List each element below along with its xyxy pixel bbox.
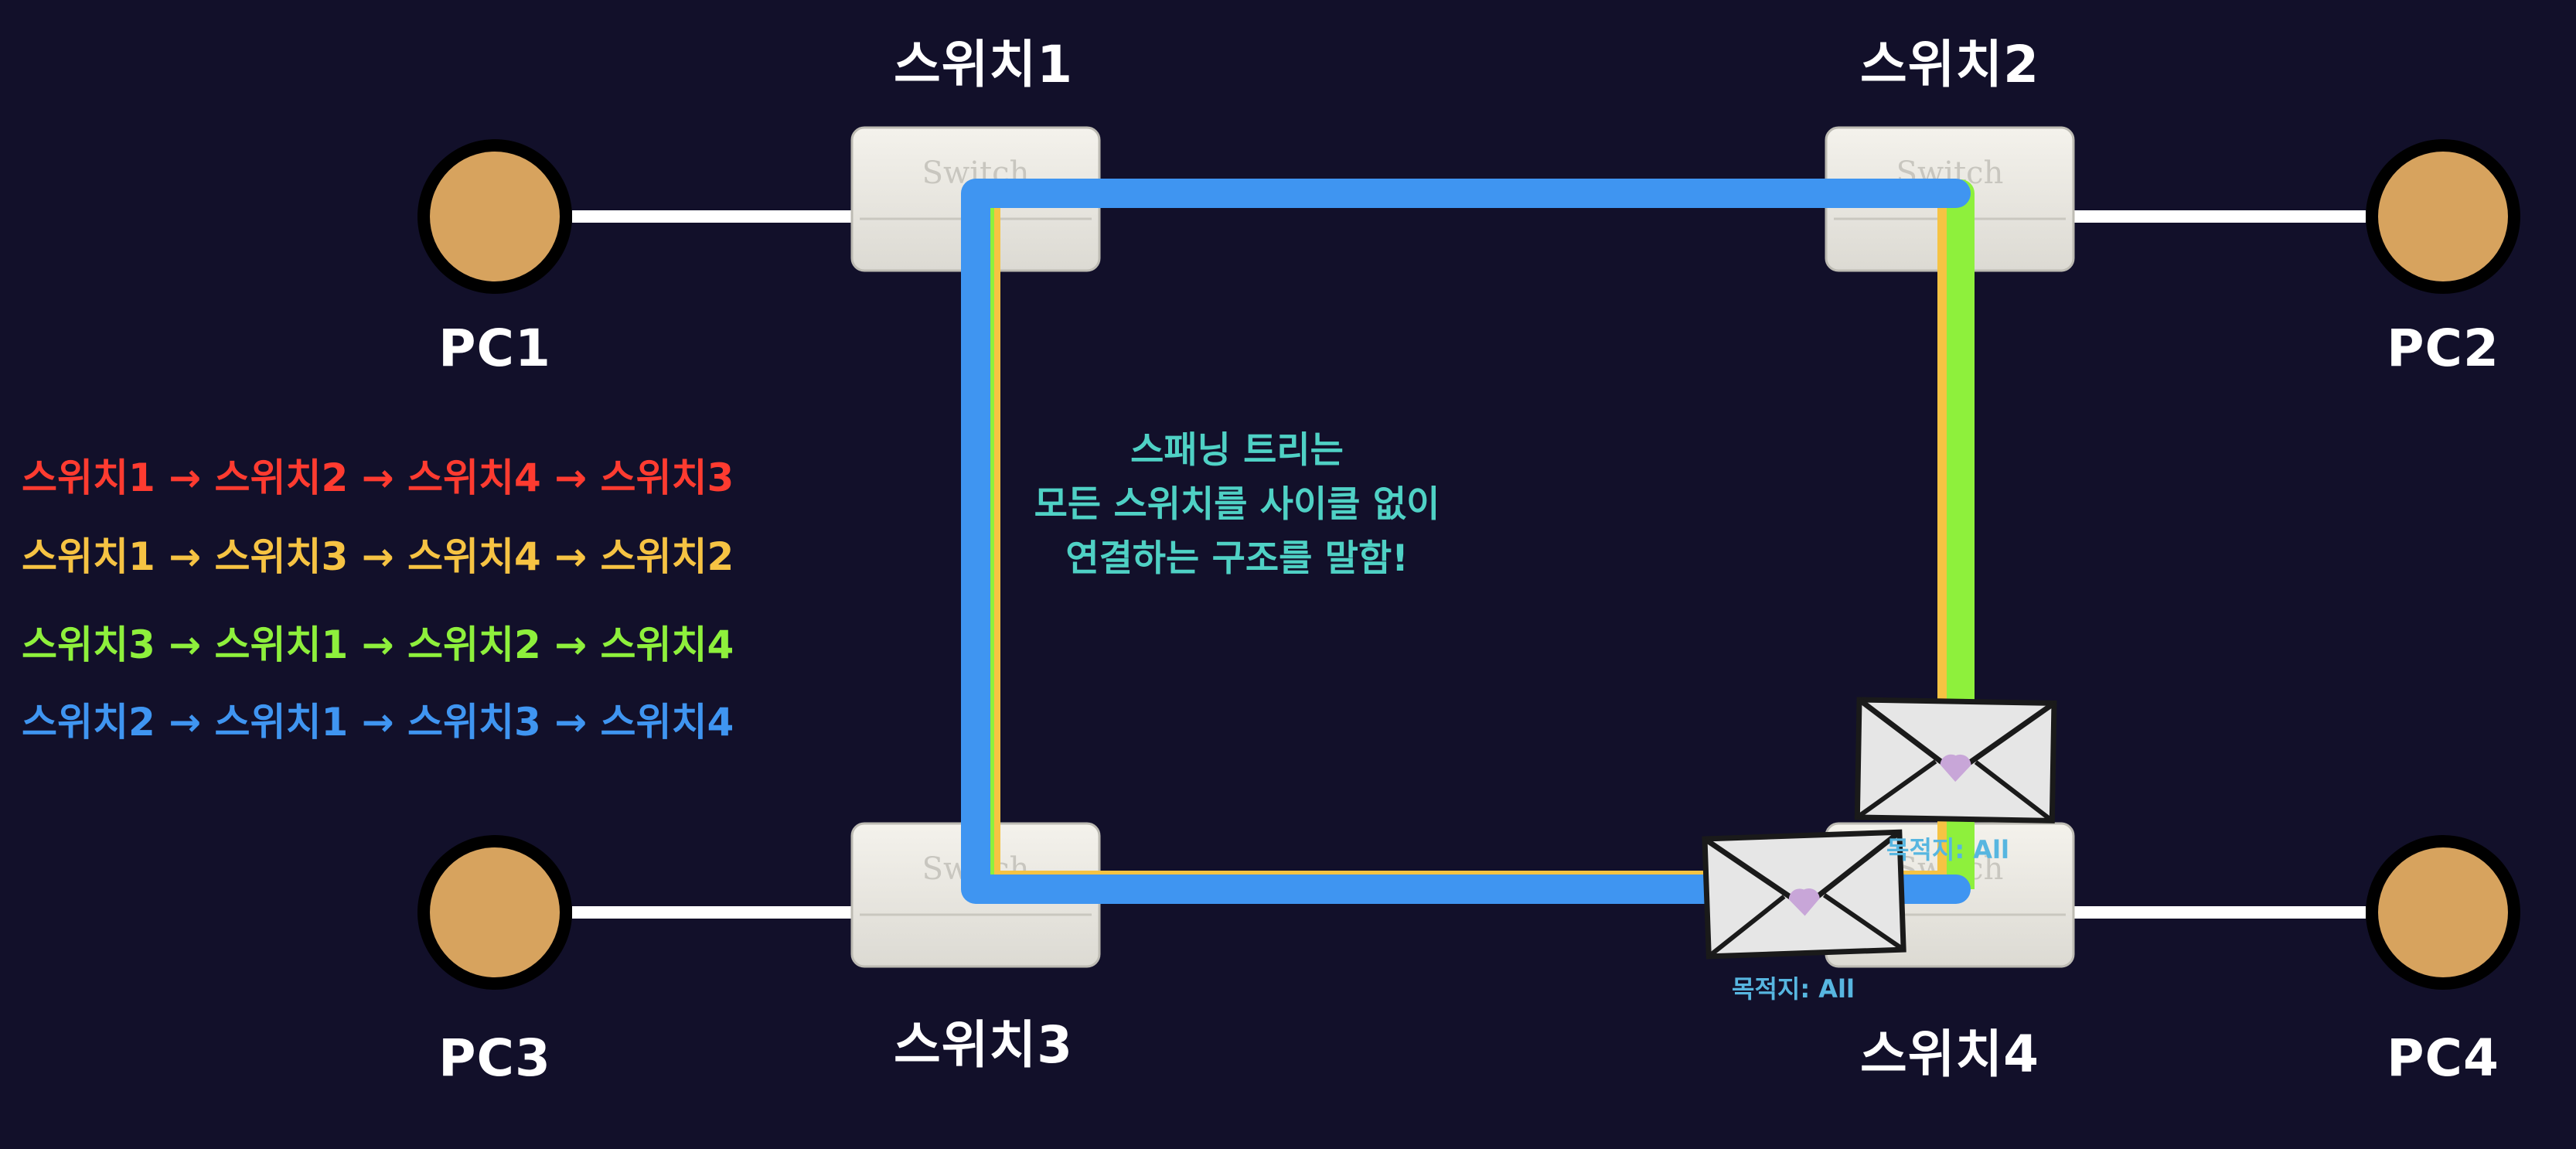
- pc2-label: PC2: [2387, 319, 2499, 378]
- caption-line-1: 스패닝 트리는: [1130, 429, 1344, 472]
- envelope-icon: [1854, 697, 2057, 823]
- envelope-icon: [1702, 829, 1906, 960]
- switch2-label: 스위치2: [1859, 35, 2040, 94]
- caption: 스패닝 트리는 모든 스위치를 사이클 없이 연결하는 구조를 말함!: [966, 424, 1508, 586]
- caption-line-2: 모든 스위치를 사이클 없이: [1034, 483, 1440, 526]
- switch3-label: 스위치3: [893, 1015, 1074, 1075]
- route-blue: 스위치2 → 스위치1 → 스위치3 → 스위치4: [22, 700, 734, 745]
- pc2-node[interactable]: [2366, 139, 2520, 294]
- route-red: 스위치1 → 스위치2 → 스위치4 → 스위치3: [22, 455, 734, 500]
- switch1-label: 스위치1: [893, 35, 1074, 94]
- pc4-label: PC4: [2387, 1028, 2499, 1088]
- pc3-node[interactable]: [417, 835, 572, 990]
- pc4-node[interactable]: [2366, 835, 2520, 990]
- switch4-label: 스위치4: [1859, 1025, 2040, 1084]
- path-blue: [961, 179, 1971, 904]
- pc1-label: PC1: [438, 319, 551, 378]
- destination-label: 목적지: All: [1886, 835, 2009, 864]
- pc1-node[interactable]: [417, 139, 572, 294]
- destination-label: 목적지: All: [1732, 974, 1855, 1004]
- caption-line-3: 연결하는 구조를 말함!: [1065, 537, 1409, 580]
- pc3-label: PC3: [438, 1028, 551, 1088]
- route-yellow: 스위치1 → 스위치3 → 스위치4 → 스위치2: [22, 534, 734, 579]
- route-green: 스위치3 → 스위치1 → 스위치2 → 스위치4: [22, 622, 734, 667]
